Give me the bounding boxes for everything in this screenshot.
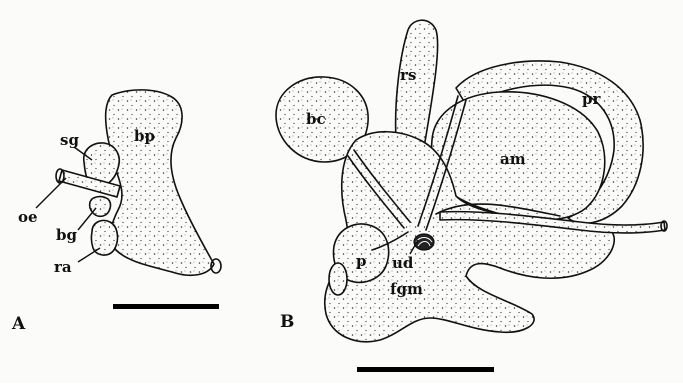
oe-leader	[36, 178, 66, 208]
label-rs: rs	[400, 66, 416, 84]
panel-letter-b: B	[280, 312, 294, 332]
label-sg: sg	[60, 131, 79, 149]
scale-bar-b	[357, 367, 494, 372]
panel-a: sg bp oe bg ra A	[11, 90, 221, 334]
label-bg: bg	[56, 226, 77, 244]
buccal-ganglion-shape	[90, 197, 111, 217]
label-ud: ud	[392, 254, 414, 272]
label-oe: oe	[18, 208, 38, 226]
buccal-pump-shape	[106, 90, 214, 275]
radula-shape	[91, 220, 117, 255]
genital-opening	[329, 263, 347, 295]
label-ra: ra	[54, 258, 72, 276]
label-bc: bc	[306, 110, 326, 128]
scale-bar-a	[113, 304, 219, 309]
label-am: am	[500, 150, 526, 168]
panel-letter-a: A	[11, 314, 26, 334]
label-bp: bp	[134, 127, 155, 145]
label-fgm: fgm	[390, 280, 423, 298]
label-pr: pr	[582, 90, 601, 108]
label-p: p	[356, 252, 367, 270]
panel-b: bc rs pr am p ud fgm B	[276, 20, 667, 372]
ra-leader	[78, 248, 100, 262]
